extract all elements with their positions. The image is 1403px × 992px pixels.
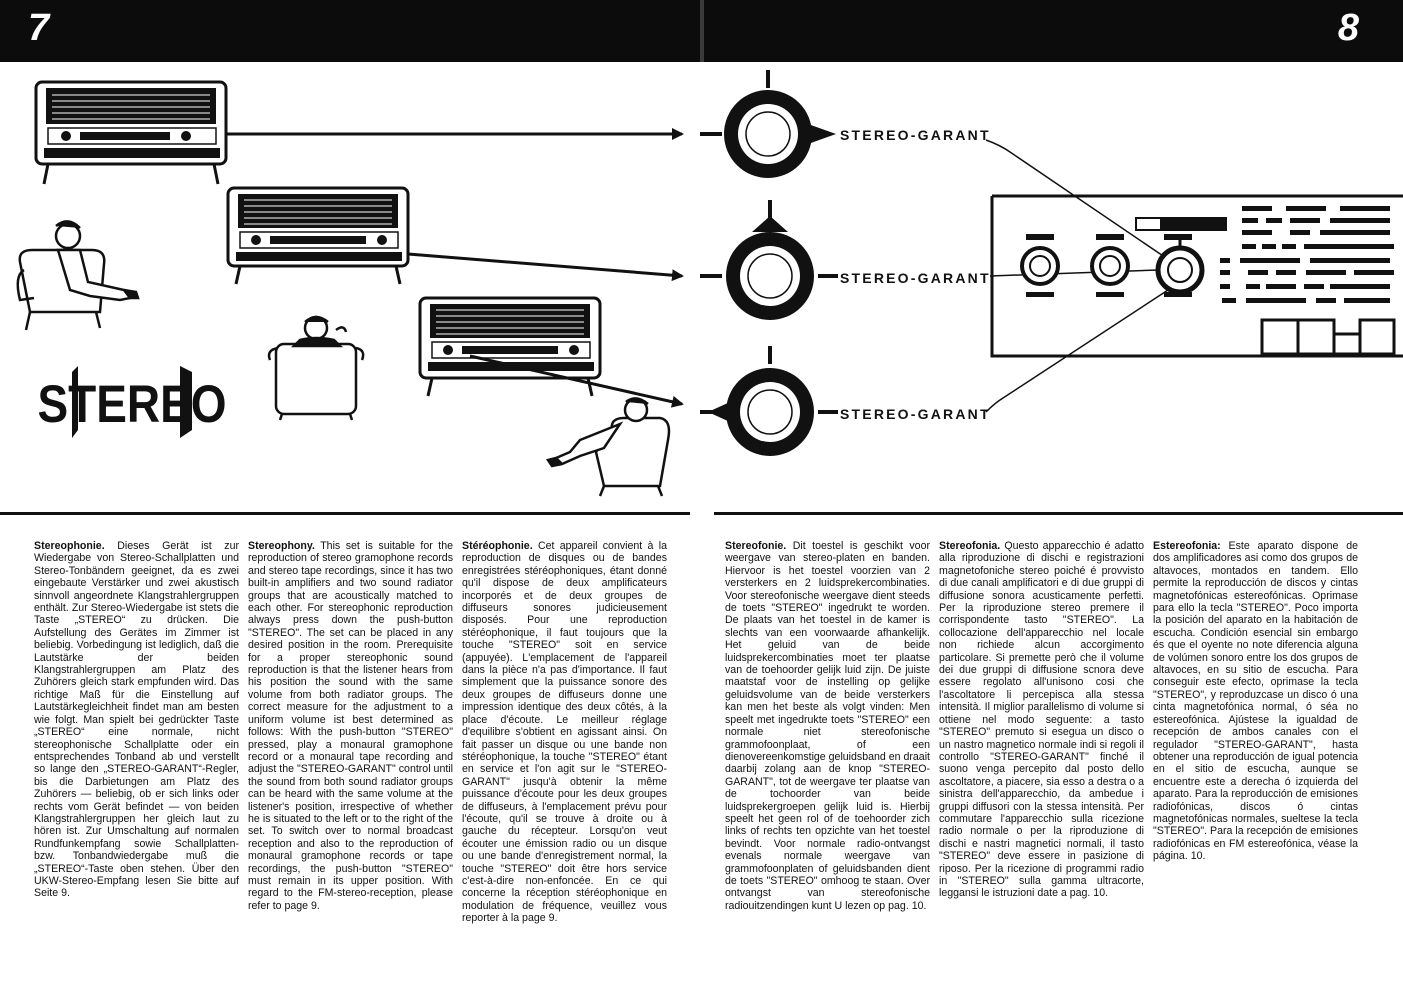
stereo-garant-label-2: STEREO-GARANT (840, 270, 991, 286)
knob-diagram-2: STEREO-GARANT (700, 200, 991, 320)
column-heading: Stereophonie. (34, 540, 105, 552)
text-column-italian: Stereofonia. Questo apparecchio é adatto… (939, 540, 1144, 900)
text-column-spanish: Estereofonia: Este aparato dispone de do… (1153, 540, 1358, 863)
text-column-german: Stereophonie. Dieses Gerät ist zur Wiede… (34, 540, 239, 900)
column-heading: Stereophony. (248, 540, 315, 552)
column-body: Dit toestel is geschikt voor weergave va… (725, 540, 930, 912)
text-column-dutch: Stereofonie. Dit toestel is geschikt voo… (725, 540, 930, 912)
listener-armchair-1 (16, 220, 140, 331)
stereo-logo: STEREO (37, 366, 227, 438)
stereo-illustration: STEREO STEREO-GARANT STEREO-GARANT STERE… (16, 70, 1403, 497)
column-body: Este aparato dispone de dos amplificador… (1153, 540, 1358, 863)
knob-diagram-1: STEREO-GARANT (700, 70, 991, 178)
page-gutter (700, 0, 704, 62)
listener-armchair-2 (267, 315, 365, 421)
column-heading: Stéréophonie. (462, 540, 533, 552)
page-number-right: 8 (1337, 7, 1359, 49)
stereo-garant-label-3: STEREO-GARANT (840, 406, 991, 422)
column-body: Dieses Gerät ist zur Wiedergabe von Ster… (34, 540, 239, 900)
column-body: This set is suitable for the reproductio… (248, 540, 453, 912)
stereo-garant-label-1: STEREO-GARANT (840, 127, 991, 143)
knob-diagram-3: STEREO-GARANT (700, 346, 991, 456)
column-heading: Stereofonie. (725, 540, 787, 552)
arrow-lines (226, 128, 684, 408)
listener-armchair-3 (545, 397, 671, 497)
column-heading: Stereofonia. (939, 540, 1001, 552)
radio-set-1 (34, 80, 228, 185)
stereo-logo-text: STEREO (37, 374, 226, 434)
control-panel-detail (990, 194, 1403, 358)
radio-set-2 (226, 186, 410, 285)
section-divider-left (0, 512, 690, 515)
column-heading: Estereofonia: (1153, 540, 1221, 552)
text-column-french: Stéréophonie. Cet appareil convient à la… (462, 540, 667, 925)
column-body: Cet appareil convient à la reproduction … (462, 540, 667, 925)
radio-set-3 (418, 296, 602, 397)
leader-lines (985, 139, 1173, 413)
text-column-english: Stereophony. This set is suitable for th… (248, 540, 453, 912)
section-divider-right (714, 512, 1403, 515)
column-body: Questo apparecchio é adatto alla riprodu… (939, 540, 1144, 900)
page-number-left: 7 (28, 7, 50, 49)
